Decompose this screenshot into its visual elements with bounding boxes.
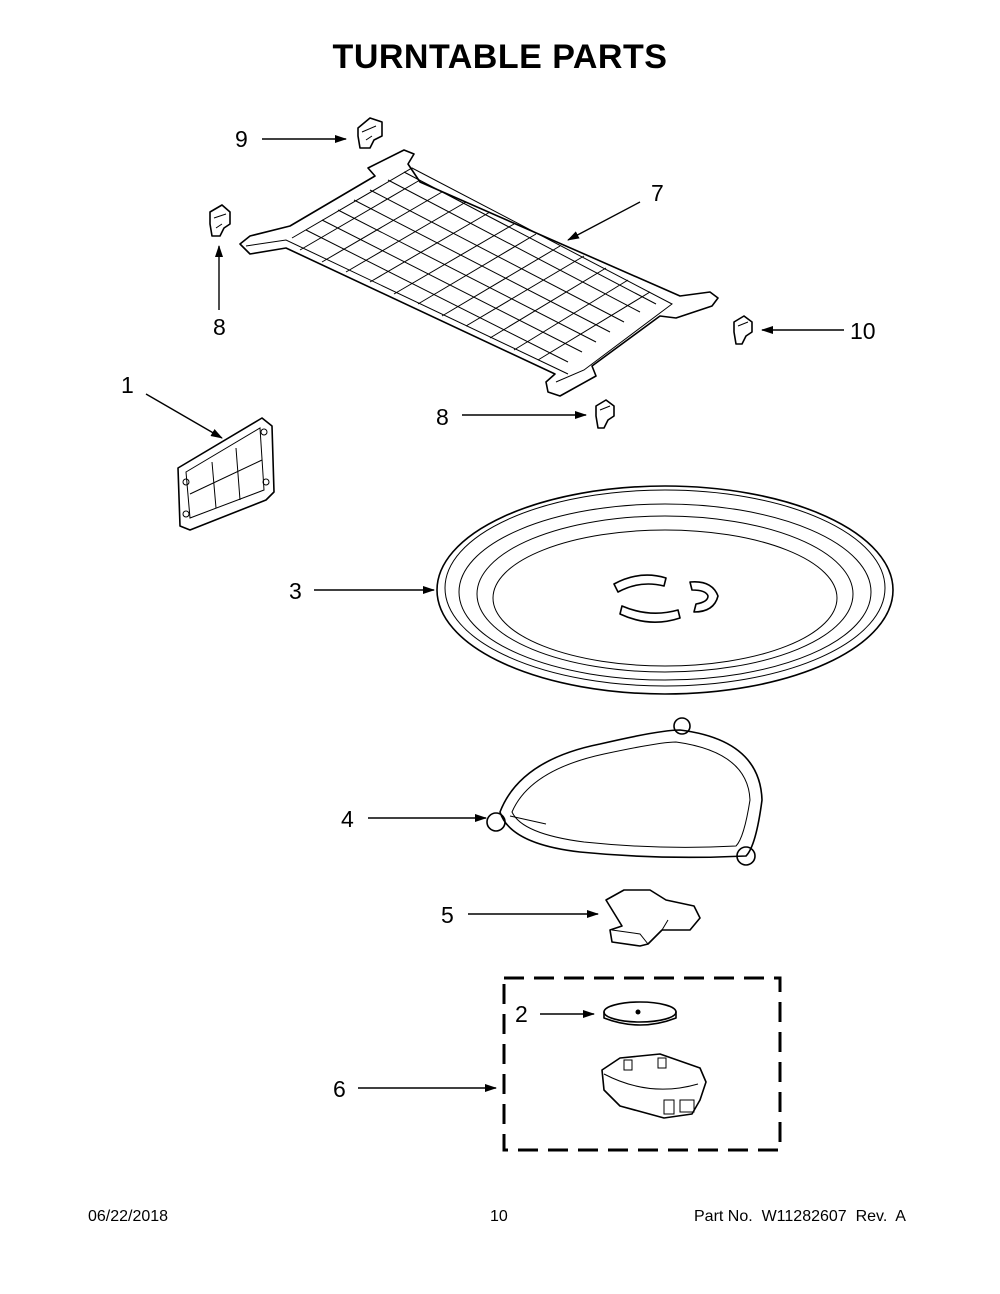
callout-8-right: 8 xyxy=(436,404,449,430)
callout-7: 7 xyxy=(651,180,664,206)
callout-3: 3 xyxy=(289,578,302,604)
disc-part-2 xyxy=(603,1001,677,1026)
clip-part-8-right xyxy=(595,399,615,429)
wire-rack-part-7 xyxy=(239,149,719,397)
motor-icon xyxy=(601,1053,707,1119)
callout-8-left: 8 xyxy=(213,314,226,340)
clip-part-10 xyxy=(733,315,753,345)
arrow-1 xyxy=(145,393,223,439)
clip-part-8-left xyxy=(209,204,231,237)
roller-support-part-4 xyxy=(486,717,763,866)
callout-4: 4 xyxy=(341,806,354,832)
callout-9: 9 xyxy=(235,126,248,152)
callout-6: 6 xyxy=(333,1076,346,1102)
coupler-part-5 xyxy=(605,889,701,947)
page-title: TURNTABLE PARTS xyxy=(332,38,668,76)
callout-10: 10 xyxy=(850,318,876,344)
kit-box-part-6 xyxy=(502,976,782,1152)
footer-date: 06/22/2018 xyxy=(88,1208,169,1225)
glass-tray-part-3 xyxy=(436,485,894,695)
arrow-7 xyxy=(567,201,641,241)
footer-page-number: 10 xyxy=(490,1208,508,1225)
callout-1: 1 xyxy=(121,372,134,398)
footer-part-number: Part No. W11282607 Rev. A xyxy=(694,1208,906,1225)
callout-5: 5 xyxy=(441,902,454,928)
filter-part-1 xyxy=(177,417,275,531)
clip-part-9 xyxy=(357,117,383,149)
callout-2: 2 xyxy=(515,1001,528,1027)
